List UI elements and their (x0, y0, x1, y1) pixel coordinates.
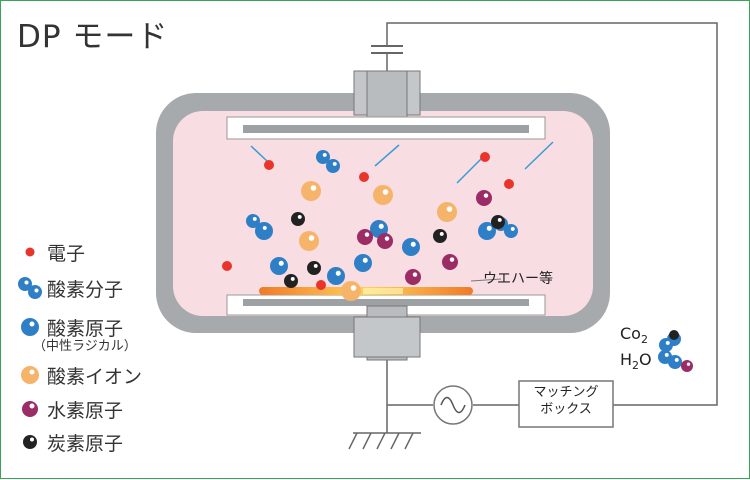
carbon-particle (307, 261, 321, 275)
oxygen-atom-particle (270, 257, 288, 275)
oxygen-atom-particle-highlight (362, 257, 368, 263)
ground-icon (348, 432, 421, 450)
oxygen-molecule-particle (326, 159, 340, 173)
electron-icon (25, 247, 35, 257)
hydrogen-particle (377, 233, 393, 249)
oxygen-molecule-particle-highlight (322, 152, 327, 157)
legend-sub-label: （中性ラジカル） (33, 339, 137, 354)
oxygen-atom-particle-highlight (486, 225, 492, 231)
upper-electrode (226, 70, 546, 140)
oxygen-atom-particle (327, 267, 345, 285)
co2-label: Co2 (620, 324, 648, 347)
matching-box (518, 380, 614, 428)
oxygen-atom-particle (478, 222, 496, 240)
oxygen-molecule-particle (668, 355, 682, 369)
hydrogen-particle (405, 269, 421, 285)
oxygen-ion-particle (341, 281, 361, 301)
oxygen-atom-particle-highlight (410, 241, 416, 247)
legend-oxygen-molecule: 酸素分子 (13, 273, 123, 303)
particles (222, 150, 693, 372)
hydrogen-particle (357, 229, 373, 245)
matching-box-line1: マッチング (533, 385, 599, 400)
carbon-particle-highlight (439, 231, 444, 236)
wafer-label: ウエハー等 (483, 271, 553, 287)
hydrogen-particle-highlight (686, 362, 691, 366)
oxygen-molecule-particle-highlight (665, 340, 670, 345)
oxygen-ion-particle-highlight (308, 235, 315, 241)
electron-trails (250, 141, 554, 184)
oxygen-molecule-particle-highlight (510, 226, 515, 231)
electron-particle (264, 160, 274, 170)
legend-electron: 電子 (13, 237, 85, 267)
oxygen-atom-particle-highlight (378, 223, 384, 229)
hydrogen-particle-highlight (364, 232, 370, 237)
oxygen-ion-particle (373, 185, 393, 205)
oxygen-ion-particle (301, 181, 321, 201)
legend-oxygen-atom: 酸素原子 (13, 312, 123, 342)
oxygen-molecule-particle-highlight (674, 357, 679, 362)
oxygen-molecule-particle (256, 223, 270, 237)
hydrogen-atom-icon (22, 401, 38, 417)
electron-particle (222, 261, 232, 271)
hydrogen-particle-highlight (412, 272, 418, 277)
wiring (386, 22, 718, 433)
carbon-particle (491, 215, 505, 229)
electron-particle (480, 152, 490, 162)
hydrogen-particle-highlight (449, 257, 455, 262)
oxygen-molecule-particle-highlight (332, 161, 337, 166)
hydrogen-particle (442, 254, 458, 270)
matching-box-label: マッチング ボックス (521, 384, 611, 418)
oxygen-atom-particle (402, 238, 420, 256)
oxygen-molecule-particle-highlight (262, 225, 267, 230)
oxygen-ion-particle-highlight (446, 206, 453, 212)
legend-oxygen-ion: 酸素イオン (13, 360, 142, 390)
oxygen-ion-particle (437, 202, 457, 222)
carbon-particle-highlight (313, 263, 318, 268)
oxygen-molecule-particle (659, 338, 673, 352)
capacitor-icon (371, 45, 403, 54)
oxygen-ion-particle-highlight (350, 285, 357, 291)
hydrogen-particle-highlight (384, 236, 390, 241)
carbon-particle-highlight (497, 217, 502, 222)
carbon-particle (284, 274, 298, 288)
lower-electrode (226, 294, 546, 361)
oxygen-molecule-particle (246, 214, 260, 228)
oxygen-ion-particle-highlight (382, 189, 389, 195)
matching-box-line2: ボックス (540, 402, 592, 417)
oxygen-molecule-particle (504, 224, 518, 238)
oxygen-ion-particle (299, 231, 319, 251)
ac-source-icon (433, 385, 473, 425)
oxygen-molecule-particle-highlight (664, 352, 669, 357)
electron-particle (359, 172, 369, 182)
oxygen-atom-particle-highlight (335, 270, 341, 276)
carbon-particle (433, 229, 447, 243)
electron-particle (316, 280, 326, 290)
page-title: DP モード (17, 19, 169, 55)
hydrogen-particle (476, 190, 492, 206)
oxygen-atom-particle (354, 254, 372, 272)
carbon-particle-highlight (290, 276, 295, 281)
electron-particle (504, 179, 514, 189)
carbon-particle (291, 212, 305, 226)
h2o-label: H2O (620, 350, 652, 373)
oxygen-molecule-icon (18, 277, 42, 299)
oxygen-atom-icon (21, 318, 39, 336)
carbon-particle (669, 330, 679, 340)
carbon-particle-highlight (297, 214, 302, 219)
oxygen-ion-particle-highlight (310, 185, 317, 191)
oxygen-molecule-particle-highlight (252, 216, 257, 221)
carbon-atom-icon (23, 435, 37, 449)
oxygen-ion-icon (21, 366, 39, 384)
legend-carbon-atom: 炭素原子 (13, 427, 123, 457)
hydrogen-particle (681, 360, 693, 372)
legend-hydrogen-atom: 水素原子 (13, 394, 123, 424)
hydrogen-particle-highlight (483, 193, 489, 198)
oxygen-atom-particle-highlight (278, 260, 284, 266)
oxygen-molecule-particle (316, 150, 330, 164)
